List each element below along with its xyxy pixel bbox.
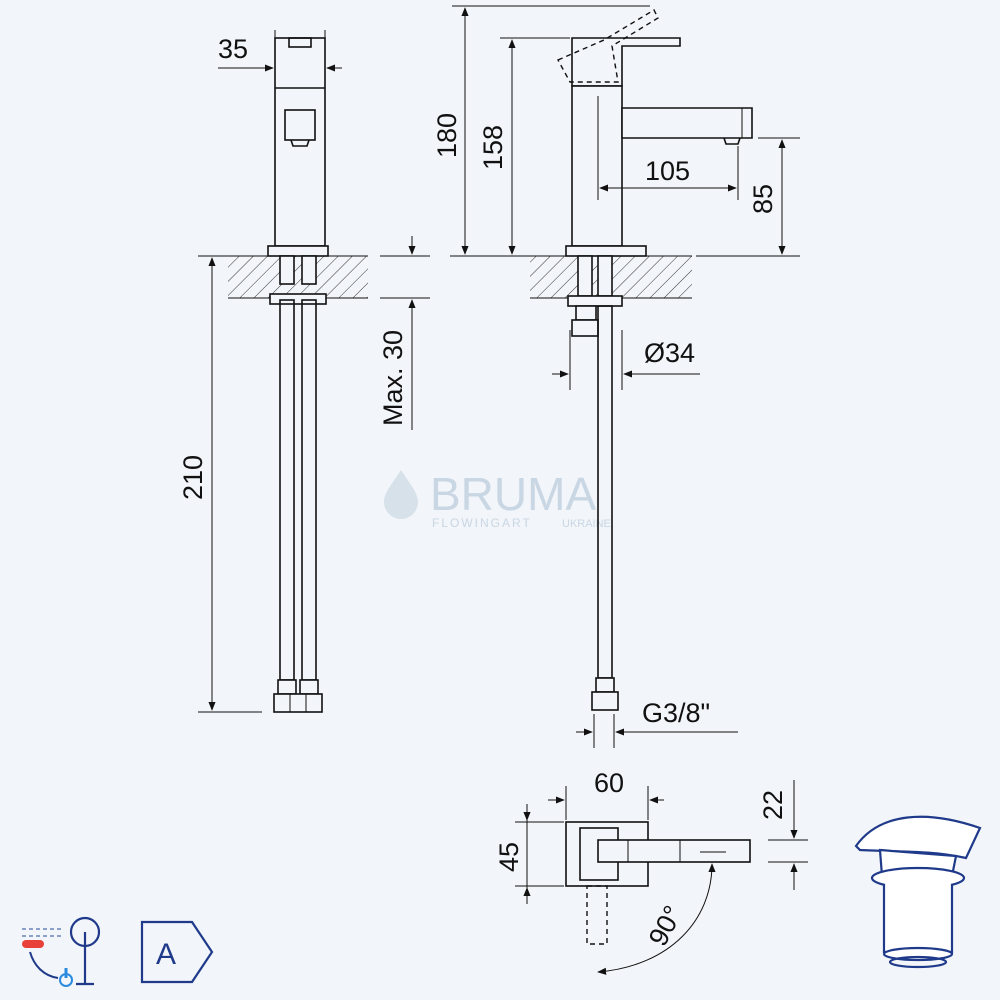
watermark-brand: BRUMA	[430, 468, 596, 520]
side-view	[530, 9, 753, 711]
hose-side	[597, 305, 613, 679]
spout	[621, 107, 753, 139]
hose-left	[279, 299, 295, 681]
lever-handle	[571, 37, 681, 87]
watermark-tagline: FLOWINGART	[432, 516, 532, 530]
dim-body-width: 35	[218, 34, 248, 64]
dim-rotation: 90°	[643, 901, 689, 951]
front-view	[228, 37, 368, 713]
dim-thread: G3/8"	[642, 698, 710, 728]
energy-class-badge: A	[140, 920, 214, 984]
drop-icon	[384, 470, 418, 519]
dim-lever-width: 22	[758, 790, 788, 820]
watermark: BRUMA FLOWINGART UKRAINE	[384, 468, 611, 530]
click-clack-waste-icon	[854, 815, 982, 969]
dim-spout-height: 85	[748, 184, 778, 214]
mixer-body-front	[274, 37, 326, 247]
dim-hose-length: 210	[178, 455, 208, 500]
mixer-body-side	[571, 85, 623, 247]
worktop-hatch-left	[228, 256, 368, 298]
dim-hole-diameter: Ø34	[644, 338, 695, 368]
watermark-region: UKRAINE	[562, 518, 611, 530]
dim-top-width: 60	[594, 768, 624, 798]
outlet-square	[284, 109, 316, 141]
top-lever	[597, 839, 751, 863]
top-lever-rotated-dashed	[586, 885, 608, 945]
lever-rotated-dashed	[557, 9, 659, 83]
dim-total-height: 180	[432, 113, 462, 158]
energy-class-label: A	[156, 938, 176, 971]
dim-top-depth: 45	[494, 842, 524, 872]
hose-right	[301, 299, 317, 681]
dim-spout-reach: 105	[645, 156, 690, 186]
dim-max-thickness: Max. 30	[378, 330, 408, 426]
temperature-lever-icon	[22, 916, 101, 987]
dim-body-height: 158	[478, 125, 508, 170]
